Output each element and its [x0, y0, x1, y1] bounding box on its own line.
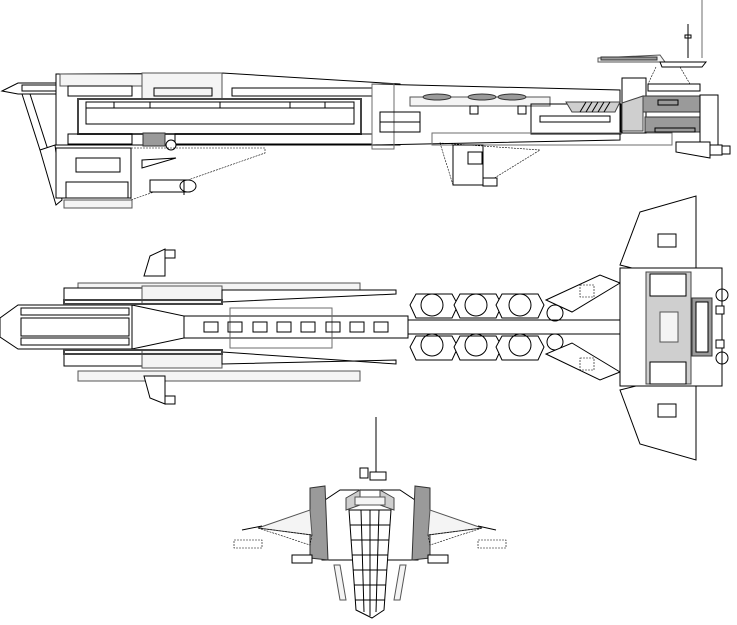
- antenna: [359, 417, 387, 481]
- aft-thruster-pod: [675, 141, 731, 159]
- central-spine: [371, 83, 673, 187]
- fuel-tanks: [407, 293, 629, 361]
- dorsal-mast: [597, 0, 708, 85]
- aft-wing-lower: [619, 384, 697, 461]
- engineering-section: [621, 77, 719, 146]
- nose-section: [0, 304, 185, 350]
- bow-prong: [0, 82, 63, 206]
- front-struts: [333, 564, 407, 601]
- front-wing-left: [233, 509, 313, 564]
- engine-block: [619, 267, 729, 387]
- side-view: [0, 0, 731, 209]
- spine-bays: [183, 307, 409, 349]
- aft-wing-upper: [619, 195, 697, 271]
- front-wing-right: [427, 509, 507, 564]
- lower-nacelle: [63, 349, 397, 405]
- lower-hull: [55, 147, 266, 209]
- upper-nacelle: [63, 248, 397, 305]
- top-view: [0, 195, 729, 461]
- front-keel-grid: [348, 509, 392, 619]
- front-view: [233, 417, 507, 619]
- forward-thruster-pod: [149, 179, 197, 195]
- forward-hull: [55, 72, 401, 151]
- hatched-vent: [579, 101, 611, 113]
